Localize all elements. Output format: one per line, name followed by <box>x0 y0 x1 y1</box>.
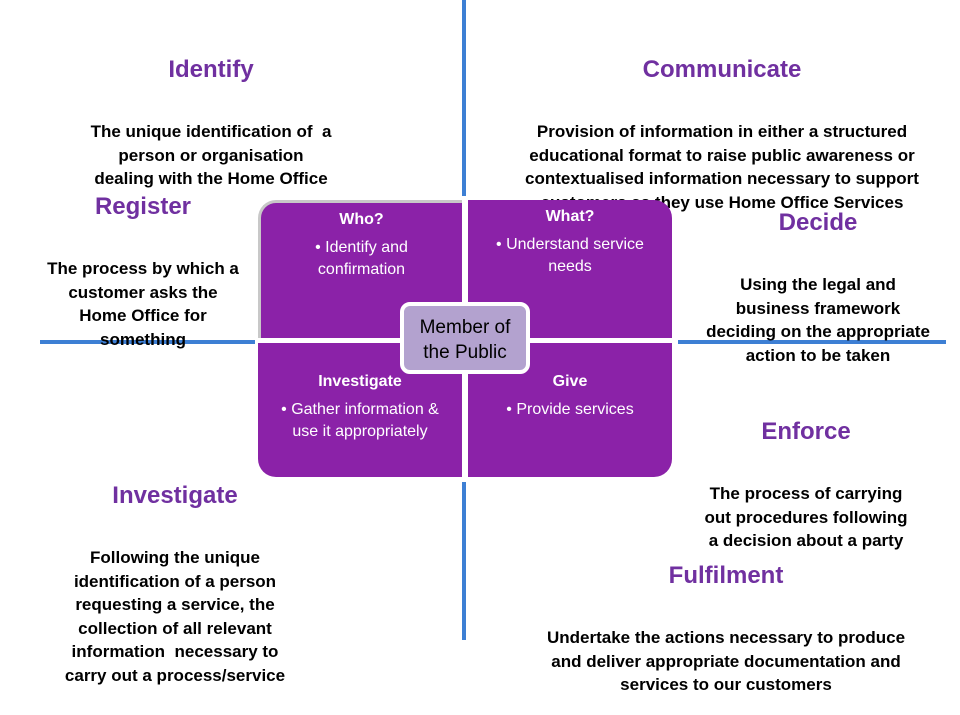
fulfilment-title: Fulfilment <box>668 562 784 589</box>
investigate-title: Investigate <box>112 482 238 509</box>
horizontal-axis-left <box>40 340 255 344</box>
enforce-body: The process of carrying out procedures f… <box>704 484 908 550</box>
decide-title: Decide <box>778 209 858 236</box>
identify-body: The unique identification of a person or… <box>90 122 332 188</box>
register-title: Register <box>94 193 192 220</box>
register-block: Register The process by which a customer… <box>47 157 239 369</box>
fulfilment-body: Undertake the actions necessary to produ… <box>546 628 906 694</box>
fulfilment-block: Fulfilment Undertake the actions necessa… <box>547 526 905 715</box>
register-body: The process by which a customer asks the… <box>47 259 239 349</box>
quadrant-investigate-body: • Gather information & use it appropriat… <box>281 401 439 440</box>
enforce-title: Enforce <box>761 418 851 445</box>
investigate-block: Investigate Following the unique identif… <box>65 446 285 705</box>
quadrant-what-body: • Understand service needs <box>496 236 644 275</box>
identify-block: Identify The unique identification of a … <box>91 20 332 209</box>
horizontal-axis-right <box>678 340 946 344</box>
quadrant-who-title: Who? <box>339 211 384 228</box>
vertical-axis-bottom <box>462 482 466 640</box>
decide-block: Decide Using the legal and business fram… <box>706 173 930 385</box>
quadrant-give-body: • Provide services <box>506 401 634 418</box>
investigate-body: Following the unique identification of a… <box>64 548 286 685</box>
center-member-of-public: Member of the Public <box>400 302 530 374</box>
identify-title: Identify <box>168 56 254 83</box>
enforce-block: Enforce The process of carrying out proc… <box>704 382 907 571</box>
vertical-axis-top <box>462 0 466 196</box>
quadrant-what-title: What? <box>545 208 595 225</box>
decide-body: Using the legal and business framework d… <box>706 275 930 365</box>
quadrant-who-body: • Identify and confirmation <box>315 239 408 278</box>
quadrant-investigate-title: Investigate <box>318 373 402 390</box>
communicate-title: Communicate <box>642 56 802 83</box>
quadrant-give-title: Give <box>552 373 588 390</box>
